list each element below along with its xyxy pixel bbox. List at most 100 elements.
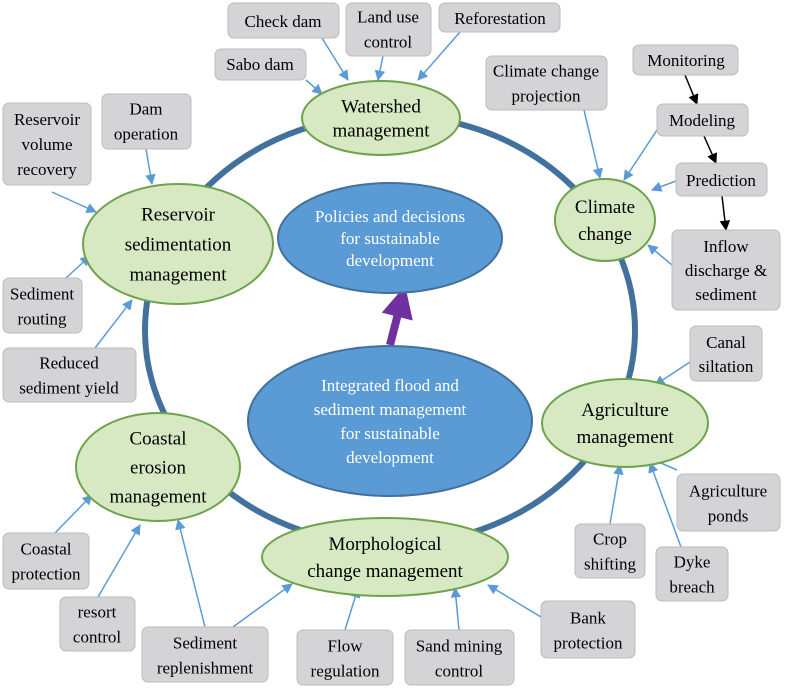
inflow-label-line: Inflow [703,237,749,256]
arrow-canal [654,361,691,386]
reduced-label-line: sediment yield [19,378,119,397]
bank-label-line: Bank [570,608,606,627]
policies-label-line: for sustainable [340,229,440,248]
land-use-label: Land use control [357,7,419,51]
coastal-prot-label-line: protection [12,564,81,583]
watershed-label-line: management [332,121,430,142]
morphological-label-line: change management [307,561,463,582]
node-coastal [75,412,241,522]
arrow-modeling-prediction [703,135,717,164]
arrow-dyke [648,462,682,548]
box-modeling [656,103,749,137]
bank-label: Bank protection [554,608,623,652]
box-reduced [2,347,137,403]
agri-ponds-label: Agriculture ponds [689,481,767,525]
agri-ponds-label-line: Agriculture [689,481,767,500]
box-agri-ponds [676,473,781,532]
center-arrow [381,285,413,346]
agriculture-label: Agriculture management [576,400,674,448]
sand-label-line: control [435,661,483,680]
climate-projection-label: Climate change projection [493,61,599,105]
arrow-volume [51,191,97,213]
volume-label-line: volume [22,135,73,154]
arrow-sand [450,586,462,631]
agri-ponds-label-line: ponds [708,506,749,525]
dyke-label-line: Dyke [674,552,711,571]
climate-projection-label-line: projection [512,86,581,105]
arrow-reduced [94,299,133,349]
arrow-dam-op [145,148,156,186]
morphological-label-line: Morphological [329,534,442,555]
box-check-dam [227,2,340,39]
arrow-prediction-inflow [719,195,731,232]
reduced-label-line: Reduced [39,353,99,372]
reduced-label: Reduced sediment yield [19,353,119,397]
canal-label-line: siltation [699,357,754,376]
node-policies [277,182,503,294]
coastal-label-line: management [109,487,207,508]
box-flow [296,629,394,686]
watershed-label: Watershed management [332,97,430,142]
arrow-sabo-dam [305,79,323,95]
dam-op-label-line: Dam [129,99,162,118]
center-nodes [247,182,533,497]
arrow-land-use [374,55,386,82]
resort-label-line: control [73,627,121,646]
chain-arrows [684,74,731,232]
check-dam-label-line: Check dam [245,12,322,31]
box-volume [2,102,92,186]
land-use-label-line: control [364,32,412,51]
climate-projection-label-line: Climate change [493,61,599,80]
management-nodes [75,80,709,597]
box-coastal-prot [2,532,90,590]
arrow-prediction [651,180,677,192]
integrated-label-line: development [346,448,434,467]
bank-label-line: protection [554,633,623,652]
routing-label-line: routing [17,309,67,328]
arrow-crop [609,463,624,525]
sediment-rep-label-line: replenishment [157,658,254,677]
agriculture-label-line: Agriculture [581,400,669,421]
box-dam-op [101,93,192,150]
land-use-label-line: Land use [357,7,419,26]
arrow-inflow [647,244,673,266]
box-crop [574,523,646,579]
sediment-rep-label: Sediment replenishment [157,633,254,677]
box-climate-projection [485,55,608,111]
prediction-label-line: Prediction [686,171,756,190]
monitoring-label: Monitoring [647,51,725,70]
volume-label-line: Reservoir [14,110,80,129]
arrow-bank [487,584,542,618]
box-land-use [345,2,432,57]
prediction-label: Prediction [686,171,756,190]
sediment-rep-label-line: Sediment [173,633,237,652]
reservoir-label-line: management [129,265,227,286]
flow-label-line: regulation [311,661,380,680]
reforestation-label: Reforestation [454,9,546,28]
arrow-resort [97,524,141,598]
inflow-label-line: sediment [695,285,757,304]
arrow-modeling [623,129,658,181]
watershed-label-line: Watershed [341,97,421,118]
arrow-monitoring-modeling [684,74,699,105]
crop-label-line: Crop [593,529,627,548]
policies-label-line: Policies and decisions [315,207,465,226]
sabo-dam-label: Sabo dam [226,55,294,74]
flow-label-line: Flow [328,636,364,655]
box-dyke [655,546,729,602]
node-morphological [261,517,509,597]
agriculture-label-line: management [576,427,674,448]
box-sabo-dam [214,48,307,81]
